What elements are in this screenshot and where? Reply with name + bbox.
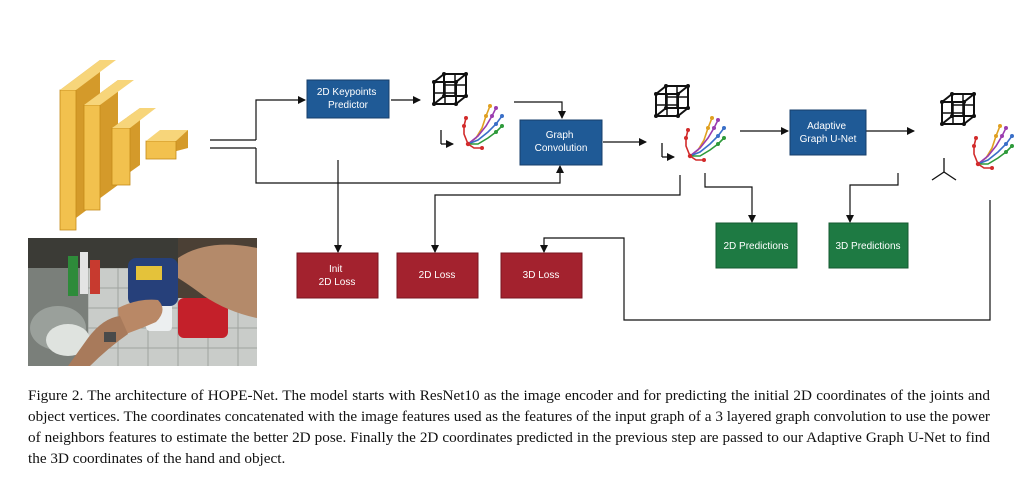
init-2d-loss-line2: 2D Loss bbox=[319, 277, 356, 288]
hand-skeleton-icon-2 bbox=[683, 115, 727, 163]
graph-convolution-line1: Graph bbox=[546, 130, 574, 141]
pred-3d-box: 3D Predictions bbox=[828, 222, 909, 269]
graph-convolution-box: Graph Convolution bbox=[519, 119, 603, 166]
object-cube-icon-1 bbox=[431, 71, 469, 107]
adaptive-graph-unet-line1: Adaptive bbox=[807, 121, 846, 132]
graph-convolution-line2: Convolution bbox=[535, 143, 588, 154]
loss-3d-label: 3D Loss bbox=[523, 270, 560, 281]
keypoints-predictor-line2: Predictor bbox=[328, 100, 369, 111]
adaptive-graph-unet-box: Adaptive Graph U-Net bbox=[789, 109, 867, 156]
figure-caption: Figure 2. The architecture of HOPE-Net. … bbox=[28, 387, 990, 467]
init-2d-loss-line1: Init bbox=[329, 264, 343, 275]
hand-skeleton-icon-1 bbox=[461, 103, 505, 151]
init-2d-loss-box: Init 2D Loss bbox=[296, 252, 379, 299]
connector-lines bbox=[210, 96, 991, 321]
architecture-diagram: 2D Keypoints Predictor Graph Convolution… bbox=[59, 60, 1015, 321]
svg-text:Adaptive Graph U-Net: Adaptive Graph U-Net bbox=[800, 121, 857, 145]
adaptive-graph-unet-line2: Graph U-Net bbox=[800, 134, 857, 145]
encoder-blocks bbox=[59, 60, 188, 231]
loss-3d-box: 3D Loss bbox=[500, 252, 583, 299]
svg-text:Graph Convolution: Graph Convolution bbox=[535, 130, 588, 154]
hand-skeleton-icon-3 bbox=[971, 123, 1015, 171]
axes-2d-icon-2 bbox=[662, 143, 674, 157]
object-cube-icon-3 bbox=[939, 91, 977, 127]
pred-3d-label: 3D Predictions bbox=[835, 241, 900, 252]
object-cube-icon-2 bbox=[653, 83, 691, 119]
keypoints-predictor-line1: 2D Keypoints bbox=[317, 87, 376, 98]
svg-text:2D Keypoints Predictor: 2D Keypoints Predictor bbox=[317, 87, 379, 111]
keypoints-predictor-box: 2D Keypoints Predictor bbox=[306, 79, 390, 119]
svg-text:Init 2D Loss: Init 2D Loss bbox=[319, 264, 356, 288]
pred-2d-box: 2D Predictions bbox=[715, 222, 798, 269]
loss-2d-box: 2D Loss bbox=[396, 252, 479, 299]
input-hand-object-photo bbox=[28, 238, 257, 366]
axes-2d-icon-1 bbox=[441, 130, 453, 144]
pred-2d-label: 2D Predictions bbox=[723, 241, 788, 252]
axes-3d-icon bbox=[931, 158, 957, 181]
loss-2d-label: 2D Loss bbox=[419, 270, 456, 281]
